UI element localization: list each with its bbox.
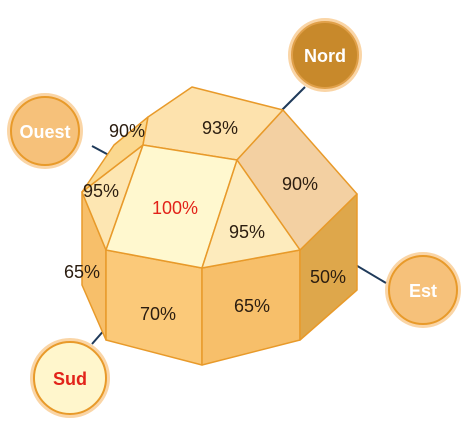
label-upper-left: 95%	[83, 181, 119, 201]
face-upper-right	[201, 159, 301, 269]
label-top-left: 90%	[109, 121, 145, 141]
north-label: Nord	[304, 46, 346, 66]
east-label: Est	[409, 281, 437, 301]
north-badge: Nord	[288, 18, 362, 92]
label-top-back: 93%	[202, 118, 238, 138]
east-badge: Est	[385, 252, 461, 328]
label-south-east: 65%	[234, 296, 270, 316]
west-label: Ouest	[19, 122, 70, 142]
west-badge: Ouest	[7, 93, 83, 169]
polyhedron	[81, 86, 358, 366]
label-east: 50%	[310, 267, 346, 287]
south-label: Sud	[53, 369, 87, 389]
label-top-right: 90%	[282, 174, 318, 194]
north-leader-line	[281, 86, 306, 111]
label-west: 65%	[64, 262, 100, 282]
label-south: 70%	[140, 304, 176, 324]
south-badge: Sud	[30, 338, 110, 418]
label-upper-right: 95%	[229, 222, 265, 242]
label-top-center: 100%	[152, 198, 198, 218]
